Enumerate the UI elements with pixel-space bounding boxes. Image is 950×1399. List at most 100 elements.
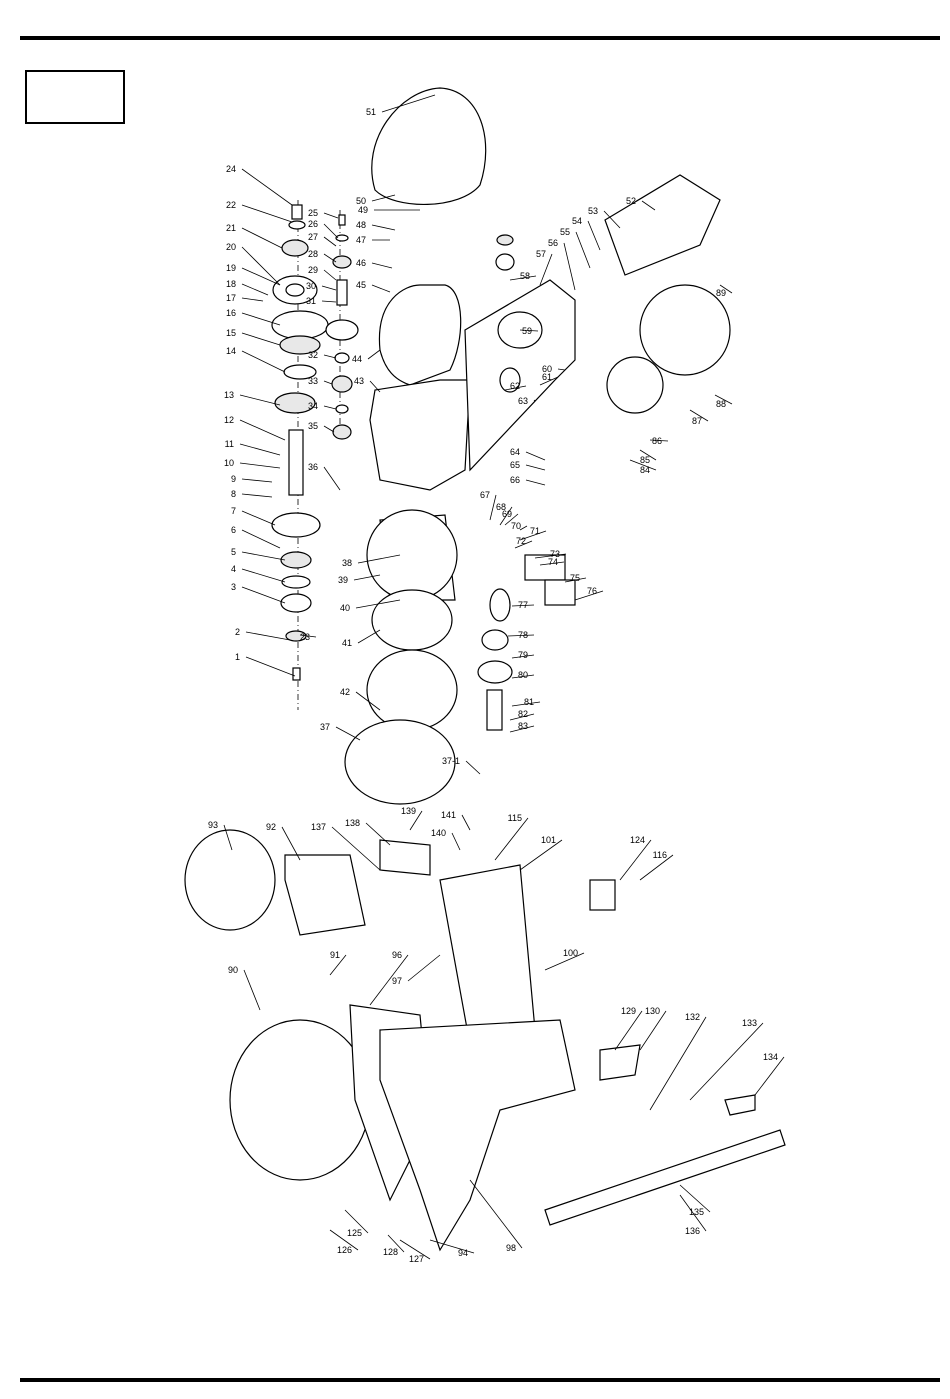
leader-line	[509, 713, 535, 721]
part-number-label: 91	[330, 950, 340, 960]
part-number-label: 19	[226, 263, 236, 273]
part-number-label: 57	[536, 249, 546, 259]
part-number-label: 25	[308, 208, 318, 218]
part-number-label: 48	[356, 220, 366, 230]
part-number-label: 54	[572, 216, 582, 226]
leader-line	[614, 1010, 643, 1051]
leader-line	[429, 1239, 475, 1254]
leader-line	[519, 530, 547, 541]
part-number-label: 93	[208, 820, 218, 830]
part-number-label: 65	[510, 460, 520, 470]
part-number-label: 101	[541, 835, 556, 845]
part-number-label: 11	[225, 439, 234, 449]
leader-line	[369, 380, 381, 393]
part-number-label: 42	[340, 687, 350, 697]
part-number-label: 69	[502, 509, 512, 519]
part-number-label: 16	[226, 308, 236, 318]
leader-line	[639, 854, 674, 881]
part-number-label: 74	[548, 557, 558, 567]
part-number-label: 6	[231, 525, 236, 535]
part-number-label: 78	[518, 630, 528, 640]
leader-line	[489, 494, 497, 521]
leader-line	[239, 462, 281, 469]
leader-line	[689, 1022, 764, 1101]
leader-line	[371, 262, 393, 269]
leader-line	[331, 826, 381, 871]
part-number-label: 70	[511, 521, 521, 531]
leader-line	[451, 832, 461, 851]
leader-line	[639, 1010, 667, 1051]
part-number-label: 139	[401, 806, 416, 816]
leader-line	[241, 168, 293, 206]
part-number-label: 45	[356, 280, 366, 290]
leader-line	[241, 332, 281, 346]
part-number-label: 79	[518, 650, 528, 660]
part-number-label: 46	[356, 258, 366, 268]
part-number-label: 97	[392, 976, 402, 986]
part-number-label: 15	[226, 328, 236, 338]
part-number-label: 137	[311, 822, 326, 832]
part-number-label: 83	[518, 721, 528, 731]
part-number-label: 3	[231, 582, 236, 592]
leader-line	[381, 94, 436, 113]
leader-line	[629, 459, 657, 471]
leader-line	[469, 1179, 523, 1249]
leader-line	[514, 540, 533, 549]
leader-line	[679, 1194, 707, 1232]
part-number-label: 32	[308, 350, 318, 360]
leader-line	[323, 253, 337, 263]
leader-line	[241, 510, 276, 526]
leader-line	[245, 631, 291, 641]
part-number-label: 140	[431, 828, 446, 838]
leader-line	[533, 399, 536, 402]
part-number-label: 43	[354, 376, 364, 386]
part-number-label: 88	[716, 399, 726, 409]
leader-line	[557, 368, 566, 371]
part-label-layer: 1234567891011121314151617181920212223242…	[208, 94, 785, 1264]
leader-line	[323, 223, 339, 239]
part-number-label: 81	[524, 697, 534, 707]
part-number-label: 33	[308, 376, 318, 386]
part-number-label: 73	[550, 549, 560, 559]
leader-line	[679, 1184, 711, 1213]
leader-line	[241, 529, 281, 549]
part-number-label: 26	[308, 219, 318, 229]
part-number-label: 75	[570, 573, 580, 583]
part-number-label: 85	[640, 455, 650, 465]
leader-line	[465, 760, 481, 775]
part-number-label: 21	[226, 223, 236, 233]
leader-line	[355, 691, 381, 711]
leader-line	[563, 242, 576, 291]
part-number-label: 38	[342, 558, 352, 568]
leader-line	[689, 409, 709, 422]
leader-line	[323, 212, 339, 219]
part-number-label: 128	[383, 1247, 398, 1257]
leader-line	[719, 284, 733, 294]
part-number-label: 124	[630, 835, 645, 845]
leader-line	[534, 553, 567, 559]
part-number-label: 1	[235, 652, 240, 662]
part-number-label: 94	[458, 1248, 468, 1258]
leader-line	[564, 577, 587, 583]
part-number-label: 89	[716, 288, 726, 298]
leader-line	[641, 200, 656, 211]
part-number-label: 37	[320, 722, 330, 732]
part-number-label: 8	[231, 489, 236, 499]
leader-line	[504, 385, 527, 391]
leader-line	[509, 275, 537, 281]
part-number-label: 20	[226, 242, 236, 252]
leader-line	[511, 701, 541, 707]
leader-line	[371, 224, 396, 231]
leader-line	[239, 443, 281, 456]
leader-line	[335, 726, 361, 741]
leader-line	[575, 231, 591, 269]
leader-line	[299, 634, 317, 638]
leader-line	[409, 810, 423, 831]
leader-line	[241, 267, 281, 286]
part-number-label: 141	[441, 810, 456, 820]
part-number-label: 96	[392, 950, 402, 960]
leader-line	[239, 394, 281, 406]
part-number-label: 2	[235, 627, 240, 637]
leader-line	[525, 464, 546, 471]
leader-line	[539, 561, 565, 566]
